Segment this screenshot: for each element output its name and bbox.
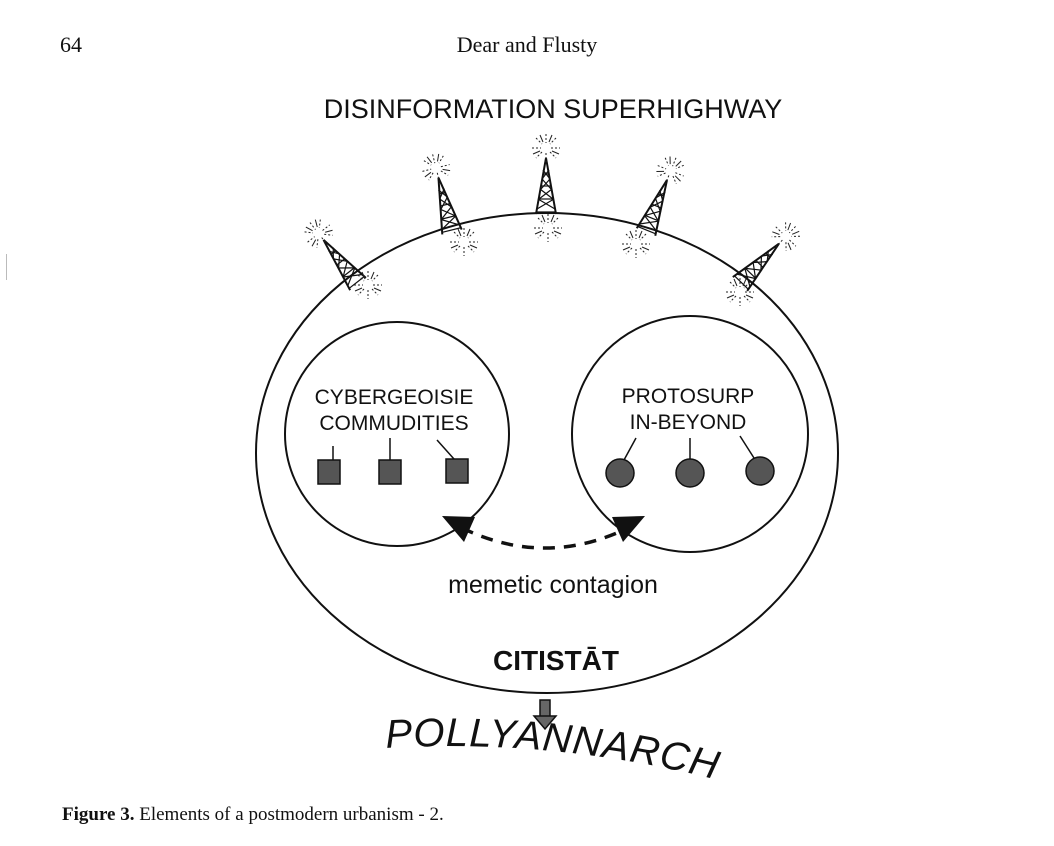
burst-5b <box>725 277 755 307</box>
running-head: Dear and Flusty <box>456 32 598 57</box>
page-number: 64 <box>60 32 82 57</box>
caption-label: Figure 3. <box>62 804 135 825</box>
square-node-2 <box>378 459 402 485</box>
margin-mark <box>6 254 9 280</box>
left-circle <box>284 321 510 547</box>
tower-3 <box>531 133 561 215</box>
round-node-3 <box>745 456 775 486</box>
round-node-2 <box>675 458 705 488</box>
caption-text: Elements of a postmodern urbanism - 2. <box>139 804 444 825</box>
left-circle-line2: COMMUDITIES <box>319 412 468 435</box>
figure-caption: Figure 3. Elements of a postmodern urban… <box>62 804 444 826</box>
outer-ellipse <box>255 212 839 694</box>
diagram-title: DISINFORMATION SUPERHIGHWAY <box>324 94 783 124</box>
right-circle-line2: IN-BEYOND <box>630 411 747 434</box>
right-circle <box>571 315 809 553</box>
right-node-group <box>605 435 775 488</box>
right-circle-line1: PROTOSURP <box>622 385 755 408</box>
tower-2 <box>418 150 463 236</box>
left-node-group <box>317 438 469 485</box>
arrowhead-right <box>612 516 645 542</box>
arrow-label: memetic contagion <box>448 571 658 599</box>
left-circle-line1: CYBERGEOISIE <box>315 386 474 409</box>
outer-label: CITISTĀT <box>493 645 619 676</box>
burst-1b <box>353 270 383 300</box>
arrowhead-left <box>442 516 475 542</box>
burst-3b <box>533 213 563 243</box>
tower-5 <box>731 216 807 292</box>
burst-2b <box>449 227 479 257</box>
tower-1 <box>298 213 367 292</box>
round-node-1 <box>605 458 635 488</box>
memetic-arrow <box>461 526 629 550</box>
square-node-1 <box>317 459 341 485</box>
down-arrow <box>532 699 558 731</box>
square-node-3 <box>445 458 469 484</box>
tower-4 <box>635 152 690 237</box>
burst-4b <box>621 229 651 259</box>
diagram: DISINFORMATION SUPERHIGHWAY CYBERGEOISIE… <box>0 0 839 788</box>
